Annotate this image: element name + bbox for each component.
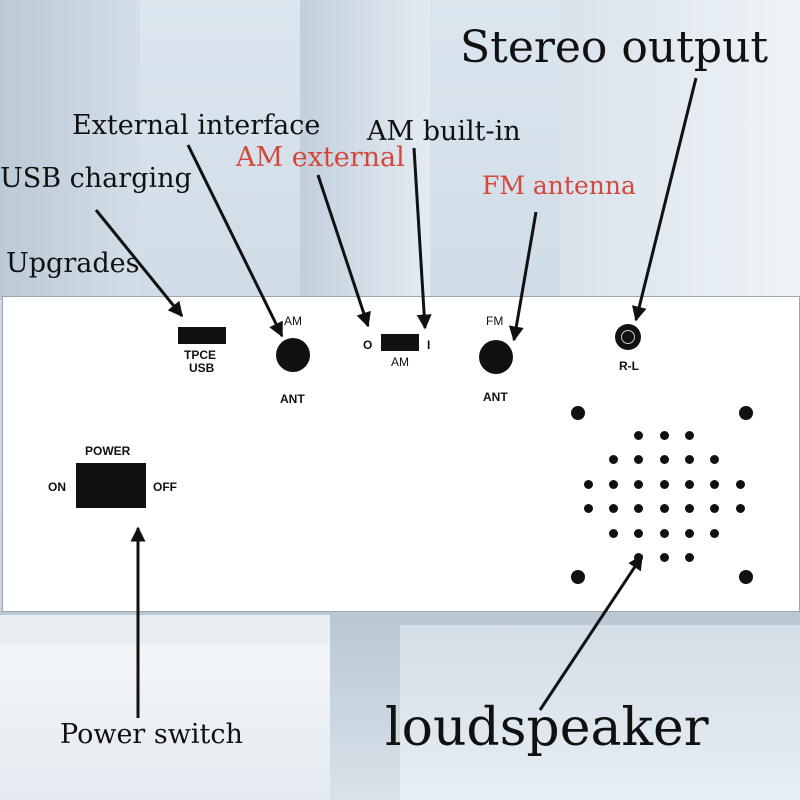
- fm-antenna-label: FM antenna: [482, 171, 636, 200]
- am-antenna-ant-label: ANT: [280, 392, 305, 406]
- stereo-output-rl-label: R-L: [619, 359, 639, 373]
- usb-label-usb: USB: [189, 361, 215, 375]
- power-switch-label: Power switch: [60, 719, 243, 750]
- am-built-in-label: AM built-in: [367, 116, 521, 147]
- background-block-left: [0, 640, 330, 800]
- am-switch-am-label: AM: [391, 355, 409, 369]
- power-switch: [76, 463, 146, 508]
- am-switch-o-label: O: [363, 338, 373, 352]
- usb-port: [178, 327, 226, 344]
- fm-antenna-arrow: [508, 211, 538, 342]
- external-interface-arrow: [186, 144, 284, 338]
- fm-antenna-jack: [479, 340, 513, 374]
- background-wall-right: [560, 0, 800, 300]
- am-switch-i-label: I: [427, 338, 431, 352]
- am-selector-switch: [381, 334, 419, 351]
- stereo-output-jack-ring: [621, 330, 635, 344]
- background-wall-left: [0, 0, 140, 300]
- am-antenna-jack: [276, 338, 310, 372]
- fm-antenna-ant-label: ANT: [483, 390, 508, 404]
- loudspeaker-arrow: [538, 554, 644, 711]
- external-interface-label: External interface: [72, 110, 321, 141]
- am-antenna-top-label: AM: [284, 314, 302, 328]
- background-block-right: [400, 625, 800, 800]
- power-on-label: ON: [48, 480, 66, 494]
- background-block-left-top: [0, 615, 330, 645]
- stereo-output-label: Stereo output: [460, 22, 769, 73]
- am-built-in-arrow: [412, 147, 432, 330]
- fm-antenna-top-label: FM: [486, 314, 504, 328]
- usb-charging-label: USB charging: [0, 163, 192, 194]
- power-title-label: POWER: [85, 444, 131, 458]
- usb-label-tpce: TPCE: [184, 348, 217, 362]
- loudspeaker-label: loudspeaker: [385, 698, 709, 758]
- background-pillar: [300, 0, 430, 300]
- usb-charging-arrow: [94, 209, 184, 318]
- stereo-output-arrow: [631, 77, 698, 322]
- am-external-label: AM external: [236, 142, 405, 173]
- power-off-label: OFF: [153, 480, 177, 494]
- upgrades-label: Upgrades: [6, 248, 140, 279]
- am-external-arrow: [316, 174, 371, 328]
